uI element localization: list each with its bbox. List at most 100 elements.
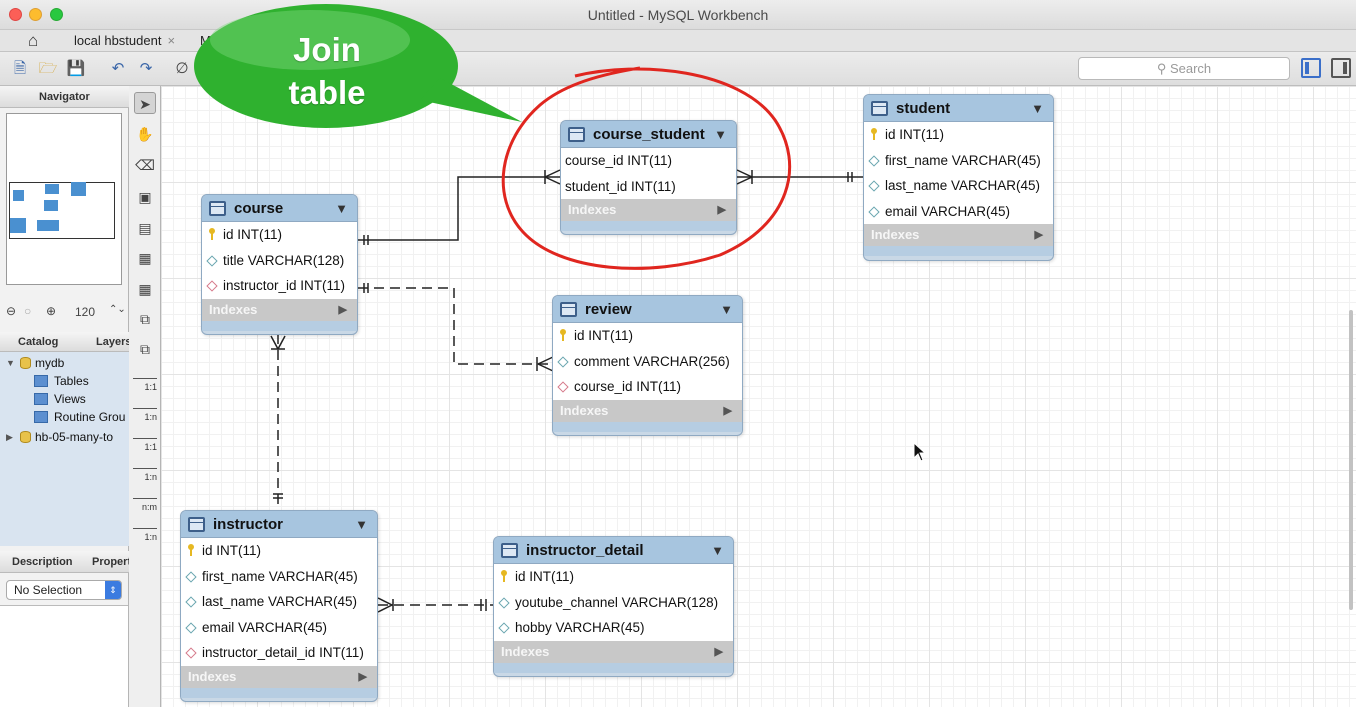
tree-tables[interactable]: Tables — [34, 374, 89, 388]
indexes-section[interactable]: Indexes▶ — [561, 199, 736, 221]
column-row[interactable]: instructor_detail_id INT(11) — [181, 640, 377, 666]
indexes-section[interactable]: Indexes▶ — [553, 399, 742, 422]
column-row[interactable]: instructor_id INT(11) — [202, 273, 357, 299]
window-close-button[interactable] — [9, 8, 22, 21]
relationship-existing-columns-tool[interactable]: 1:n — [132, 522, 158, 548]
window-minimize-button[interactable] — [29, 8, 42, 21]
window-maximize-button[interactable] — [50, 8, 63, 21]
column-row[interactable]: id INT(11) — [202, 222, 357, 248]
pointer-tool-icon[interactable]: ➤ — [134, 92, 156, 114]
view-tool-icon[interactable]: ⧉ — [140, 311, 150, 327]
tree-schema-mydb[interactable]: mydb — [20, 356, 64, 370]
table-tool-icon[interactable]: ▦ — [138, 281, 152, 297]
column-row[interactable]: email VARCHAR(45) — [864, 199, 1053, 225]
indexes-section[interactable]: Indexes▶ — [202, 298, 357, 321]
collapse-caret-icon[interactable]: ▼ — [714, 127, 727, 142]
table-instructor-detail[interactable]: instructor_detail ▼ id INT(11) youtube_c… — [493, 536, 734, 677]
tab-properties[interactable]: Propert — [92, 556, 132, 568]
column-row[interactable]: hobby VARCHAR(45) — [494, 615, 733, 641]
collapse-caret-icon[interactable]: ▼ — [711, 543, 724, 558]
table-instructor[interactable]: instructor ▼ id INT(11) first_name VARCH… — [180, 510, 378, 702]
collapse-arrow-icon[interactable]: ▶ — [6, 432, 13, 442]
undo-icon[interactable]: ↶ — [111, 60, 125, 77]
toggle-secondary-sidebar-button[interactable] — [1331, 58, 1351, 78]
expand-triangle-icon[interactable]: ▶ — [358, 670, 367, 683]
column-row[interactable]: id INT(11) — [864, 122, 1053, 148]
expand-triangle-icon[interactable]: ▶ — [338, 303, 347, 316]
table-header[interactable]: review ▼ — [553, 296, 742, 323]
tab-connection[interactable]: local hbstudent× — [74, 33, 175, 48]
zoom-stepper[interactable]: ⌃⌄ — [109, 304, 126, 315]
relationship-n-m-tool[interactable]: n:m — [132, 492, 158, 518]
tab-catalog[interactable]: Catalog — [18, 336, 59, 348]
indexes-section[interactable]: Indexes▶ — [864, 224, 1053, 246]
search-input[interactable]: ⚲ Search — [1078, 57, 1290, 80]
table-header[interactable]: course_student ▼ — [561, 121, 736, 148]
tree-schema-hb05[interactable]: hb-05-many-to — [20, 430, 113, 444]
navigator-minimap[interactable] — [6, 113, 122, 285]
zoom-level[interactable]: 120 — [75, 305, 96, 319]
relationship-1-n-tool[interactable]: 1:n — [132, 462, 158, 488]
vertical-scrollbar[interactable] — [1349, 310, 1353, 610]
eraser-tool-icon[interactable]: ⌫ — [135, 157, 155, 173]
tree-views[interactable]: Views — [34, 392, 86, 406]
column-row[interactable]: id INT(11) — [494, 564, 733, 590]
collapse-caret-icon[interactable]: ▼ — [355, 517, 368, 532]
tab-layers[interactable]: Layers — [96, 336, 132, 348]
zoom-reset-icon[interactable]: ○ — [24, 304, 32, 318]
new-model-icon[interactable]: 🗎 — [13, 60, 27, 77]
tree-routine-groups[interactable]: Routine Grou — [34, 410, 125, 424]
expand-triangle-icon[interactable]: ▶ — [714, 645, 723, 658]
column-row[interactable]: id INT(11) — [181, 538, 377, 564]
redo-icon[interactable]: ↷ — [139, 60, 153, 77]
indexes-section[interactable]: Indexes▶ — [181, 665, 377, 688]
home-icon[interactable]: ⌂ — [28, 31, 39, 50]
description-area[interactable] — [0, 605, 128, 707]
table-header[interactable]: course ▼ — [202, 195, 357, 222]
indexes-section[interactable]: Indexes▶ — [494, 640, 733, 663]
column-row[interactable]: course_id INT(11) — [553, 374, 742, 400]
expand-triangle-icon[interactable]: ▶ — [723, 404, 732, 417]
column-row[interactable]: comment VARCHAR(256) — [553, 349, 742, 375]
column-row[interactable]: id INT(11) — [553, 323, 742, 349]
table-header[interactable]: instructor ▼ — [181, 511, 377, 538]
column-row[interactable]: last_name VARCHAR(45) — [181, 589, 377, 615]
collapse-caret-icon[interactable]: ▼ — [335, 201, 348, 216]
image-tool-icon[interactable]: ▦ — [138, 250, 152, 266]
column-row[interactable]: youtube_channel VARCHAR(128) — [494, 590, 733, 616]
column-row[interactable]: title VARCHAR(128) — [202, 248, 357, 274]
table-course[interactable]: course ▼ id INT(11) title VARCHAR(128) i… — [201, 194, 358, 335]
collapse-caret-icon[interactable]: ▼ — [1031, 101, 1044, 116]
expand-arrow-icon[interactable]: ▼ — [6, 358, 15, 368]
relationship-1-n-identifying-tool[interactable]: 1:n — [132, 402, 158, 428]
column-row[interactable]: last_name VARCHAR(45) — [864, 173, 1053, 199]
tab-model[interactable]: M — [200, 33, 211, 48]
layer-tool-icon[interactable]: ▣ — [138, 189, 152, 205]
table-header[interactable]: instructor_detail ▼ — [494, 537, 733, 564]
tab-description[interactable]: Description — [12, 556, 73, 568]
relationship-1-1-tool[interactable]: 1:1 — [132, 432, 158, 458]
tab-close-icon[interactable]: × — [167, 33, 176, 48]
table-student[interactable]: student ▼ id INT(11) first_name VARCHAR(… — [863, 94, 1054, 261]
table-review[interactable]: review ▼ id INT(11) comment VARCHAR(256)… — [552, 295, 743, 436]
toggle-grid-icon[interactable]: ∅ — [175, 60, 189, 77]
column-row[interactable]: email VARCHAR(45) — [181, 615, 377, 641]
table-course-student[interactable]: course_student ▼ course_id INT(11) stude… — [560, 120, 737, 235]
zoom-in-icon[interactable]: ⊕ — [46, 304, 57, 318]
routine-tool-icon[interactable]: ⧉ — [140, 341, 150, 357]
zoom-out-icon[interactable]: ⊖ — [6, 304, 17, 318]
expand-triangle-icon[interactable]: ▶ — [1034, 229, 1043, 241]
column-row[interactable]: first_name VARCHAR(45) — [181, 564, 377, 590]
toggle-sidebar-button[interactable] — [1301, 58, 1321, 78]
table-header[interactable]: student ▼ — [864, 95, 1053, 122]
expand-triangle-icon[interactable]: ▶ — [717, 204, 726, 216]
selection-dropdown[interactable]: No Selection ⇕ — [6, 580, 122, 600]
relationship-1-1-identifying-tool[interactable]: 1:1 — [132, 372, 158, 398]
note-tool-icon[interactable]: ▤ — [138, 220, 152, 236]
collapse-caret-icon[interactable]: ▼ — [720, 302, 733, 317]
navigator-viewport[interactable] — [9, 182, 115, 239]
column-row[interactable]: course_id INT(11) — [565, 153, 673, 168]
column-row[interactable]: student_id INT(11) — [565, 178, 676, 194]
column-row[interactable]: first_name VARCHAR(45) — [864, 148, 1053, 174]
open-model-icon[interactable]: 🗁 — [38, 60, 58, 77]
